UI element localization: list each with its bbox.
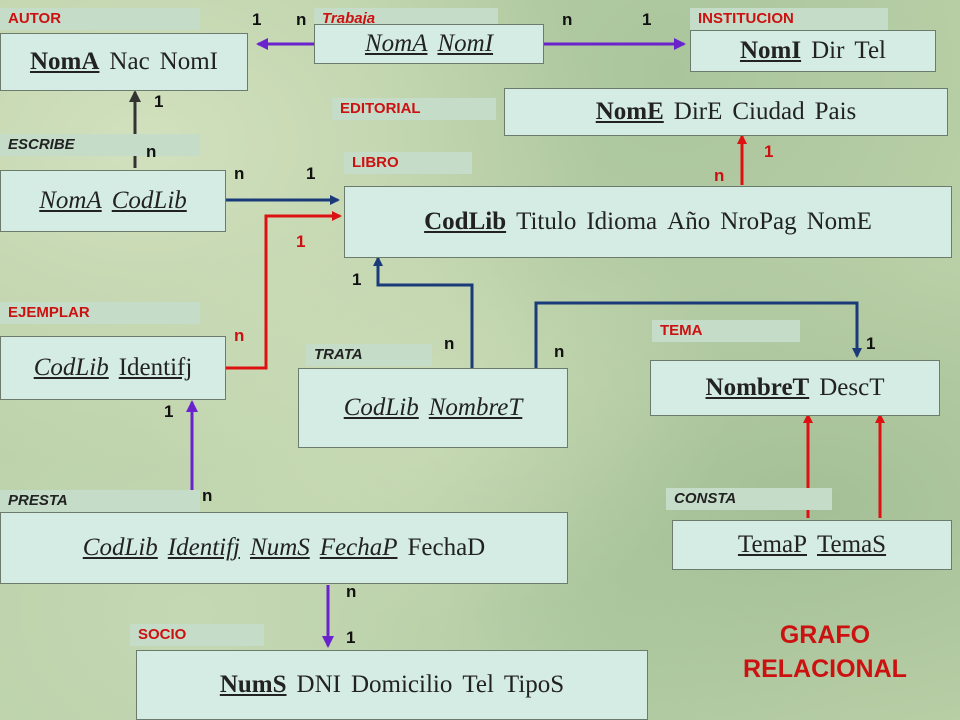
- libro-table[interactable]: CodLib Titulo Idioma Año NroPag NomE: [344, 186, 952, 258]
- card-presta-socio-1: 1: [346, 628, 356, 647]
- editorial-field-nome: NomE: [595, 98, 664, 125]
- ejemplar-label: EJEMPLAR: [0, 302, 200, 324]
- card-trata-tema-1: 1: [866, 334, 876, 353]
- diagram-title-line1: GRAFO: [779, 621, 871, 649]
- card-presta-ejemplar-n: n: [202, 486, 213, 505]
- trata-table[interactable]: CodLib NombreT: [298, 368, 568, 448]
- autor-table[interactable]: NomA Nac NomI: [0, 33, 248, 91]
- libro-field-anio: Año: [667, 208, 711, 235]
- presta-field-nums: NumS: [250, 534, 310, 561]
- link-trata-libro: [373, 256, 474, 368]
- consta-label: CONSTA: [666, 488, 832, 510]
- escribe-label: ESCRIBE: [0, 134, 200, 156]
- editorial-label: EDITORIAL: [332, 98, 496, 120]
- institucion-field-tel: Tel: [854, 37, 886, 64]
- editorial-table[interactable]: NomE DirE Ciudad Pais: [504, 88, 948, 136]
- tema-table[interactable]: NombreT DescT: [650, 360, 940, 416]
- ejemplar-table[interactable]: CodLib Identifj: [0, 336, 226, 400]
- socio-label: SOCIO: [130, 624, 264, 646]
- card-trata-tema-n: n: [554, 342, 565, 361]
- diagram-title: GRAFO RELACIONAL: [700, 618, 950, 686]
- card-trabaja-inst-n: n: [562, 10, 573, 29]
- trata-field-codlib: CodLib: [343, 394, 419, 421]
- card-ejemplar-libro-1: 1: [296, 232, 306, 251]
- autor-field-nomi: NomI: [159, 48, 218, 75]
- editorial-field-pais: Pais: [814, 98, 857, 125]
- card-trabaja-inst-1: 1: [642, 10, 652, 29]
- tema-field-nombret: NombreT: [705, 374, 810, 401]
- trabaja-field-noma: NomA: [364, 30, 428, 57]
- libro-field-idioma: Idioma: [586, 208, 658, 235]
- link-trata-tema: [534, 301, 862, 368]
- presta-table[interactable]: CodLib Identifj NumS FechaP FechaD: [0, 512, 568, 584]
- editorial-field-ciudad: Ciudad: [732, 98, 805, 125]
- trata-field-nombret: NombreT: [428, 394, 523, 421]
- socio-table[interactable]: NumS DNI Domicilio Tel TipoS: [136, 650, 648, 720]
- tema-label: TEMA: [652, 320, 800, 342]
- presta-field-fechap: FechaP: [319, 534, 398, 561]
- presta-label: PRESTA: [0, 490, 200, 512]
- ejemplar-field-codlib: CodLib: [33, 354, 109, 381]
- presta-field-fechad: FechaD: [407, 534, 486, 561]
- consta-field-temas: TemaS: [817, 531, 887, 558]
- card-presta-ejemplar-1: 1: [164, 402, 174, 421]
- card-ejemplar-libro-n: n: [234, 326, 245, 345]
- link-ejemplar-libro: [226, 211, 342, 370]
- autor-field-noma: NomA: [29, 48, 100, 75]
- socio-field-nums: NumS: [219, 671, 287, 698]
- card-trabaja-autor-n: n: [296, 10, 307, 29]
- libro-field-nome: NomE: [806, 208, 872, 235]
- card-libro-editorial-1: 1: [764, 142, 774, 161]
- card-escribe-autor-n: n: [146, 142, 157, 161]
- tema-field-desct: DescT: [819, 374, 885, 401]
- trabaja-field-nomi: NomI: [437, 30, 494, 57]
- autor-field-nac: Nac: [109, 48, 150, 75]
- escribe-table[interactable]: NomA CodLib: [0, 170, 226, 232]
- institucion-field-nomi: NomI: [739, 37, 802, 64]
- socio-field-dni: DNI: [296, 671, 341, 698]
- ejemplar-field-identifj: Identifj: [118, 354, 193, 381]
- card-escribe-libro-1: 1: [306, 164, 316, 183]
- libro-field-titulo: Titulo: [516, 208, 577, 235]
- institucion-label: INSTITUCION: [690, 8, 888, 30]
- libro-field-nropag: NroPag: [720, 208, 797, 235]
- socio-field-tel: Tel: [462, 671, 494, 698]
- socio-field-tipos: TipoS: [503, 671, 565, 698]
- institucion-table[interactable]: NomI Dir Tel: [690, 30, 936, 72]
- editorial-field-dire: DirE: [673, 98, 723, 125]
- trata-label: TRATA: [306, 344, 432, 366]
- diagram-title-line2: RELACIONAL: [743, 655, 907, 683]
- autor-label: AUTOR: [0, 8, 200, 30]
- presta-field-identifj: Identifj: [167, 534, 241, 561]
- card-escribe-autor-1: 1: [154, 92, 164, 111]
- institucion-field-dir: Dir: [811, 37, 845, 64]
- consta-table[interactable]: TemaP TemaS: [672, 520, 952, 570]
- libro-label: LIBRO: [344, 152, 472, 174]
- socio-field-domicilio: Domicilio: [350, 671, 453, 698]
- card-trabaja-autor-1: 1: [252, 10, 262, 29]
- card-libro-editorial-n: n: [714, 166, 725, 185]
- card-trata-libro-n: n: [444, 334, 455, 353]
- card-presta-socio-n: n: [346, 582, 357, 601]
- escribe-field-noma: NomA: [39, 187, 102, 214]
- card-trata-libro-1: 1: [352, 270, 362, 289]
- presta-field-codlib: CodLib: [82, 534, 158, 561]
- card-escribe-libro-n: n: [234, 164, 245, 183]
- trabaja-table[interactable]: NomA NomI: [314, 24, 544, 64]
- escribe-field-codlib: CodLib: [111, 187, 187, 214]
- libro-field-codlib: CodLib: [424, 208, 507, 235]
- consta-field-temap: TemaP: [737, 531, 807, 558]
